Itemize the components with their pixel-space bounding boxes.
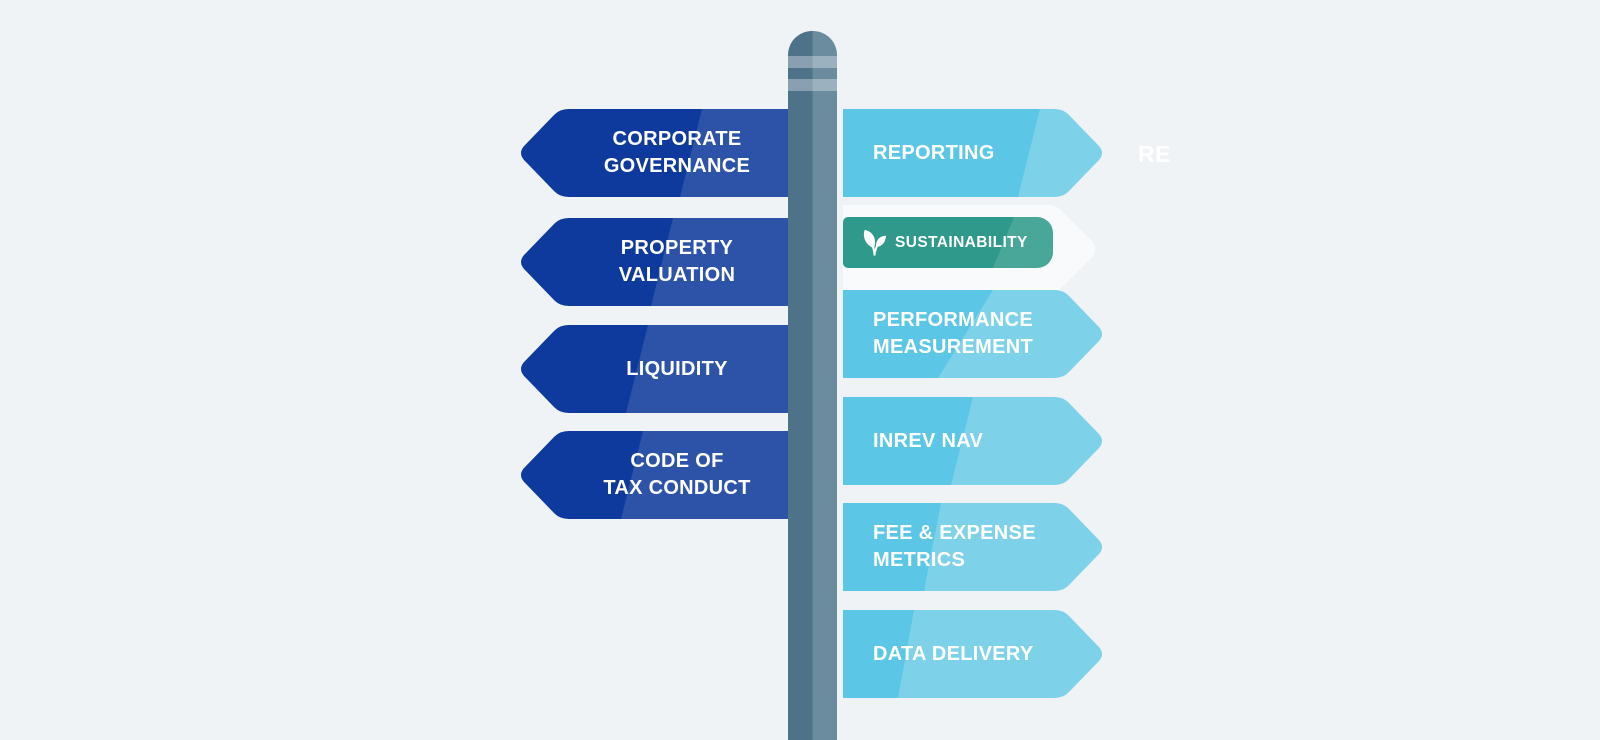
sign-label-line: CORPORATE [612,128,742,150]
sign-label-line: LIQUIDITY [626,357,728,380]
sign-label: PERFORMANCE MEASUREMENT [843,290,1107,378]
sign-performance-measurement[interactable]: PERFORMANCE MEASUREMENT [843,290,1107,378]
right-arrow-shape [843,397,1102,485]
sign-label: DATA DELIVERY [843,610,1107,698]
sign-property-valuation[interactable]: PROPERTY VALUATION [516,218,788,306]
sign-label: CORPORATE GOVERNANCE [516,109,788,197]
right-arrow-shape [843,610,1102,698]
sign-label-line: GOVERNANCE [603,155,751,177]
sign-code-of-tax-conduct[interactable]: CODE OF TAX CONDUCT [516,431,788,519]
right-arrow-shape [843,109,1102,197]
sign-fee-expense-metrics[interactable]: FEE & EXPENSE METRICS [843,503,1107,591]
sign-label-line: PROPERTY [620,237,734,259]
sign-label-line: VALUATION [618,264,736,286]
sign-label: CODE OF TAX CONDUCT [516,431,788,519]
left-arrow-shape [521,431,788,519]
right-arrow-shape [843,290,1102,378]
left-arrow-shape [521,109,788,197]
sign-inrev-nav[interactable]: INREV NAV [843,397,1107,485]
left-arrow-shape [521,218,788,306]
pole-band [788,56,837,68]
watermark-text: RE [1138,141,1171,167]
sign-data-delivery[interactable]: DATA DELIVERY [843,610,1107,698]
sign-label-line: FEE & EXPENSE [873,522,1036,544]
leaf-icon [863,229,887,256]
sign-label: INREV NAV [843,397,1107,485]
sign-reporting[interactable]: REPORTING [843,109,1107,197]
sign-label-line: MEASUREMENT [873,336,1033,358]
sign-sustainability[interactable]: SUSTAINABILITY [843,217,1053,268]
sign-label-line: INREV NAV [873,429,984,452]
sign-label-line: CODE OF [630,450,724,472]
right-arrow-shape [843,503,1102,591]
sign-liquidity[interactable]: LIQUIDITY [516,325,788,413]
sign-label-line: PERFORMANCE [873,309,1033,331]
sign-label-line: REPORTING [873,141,995,164]
left-arrow-shape [521,325,788,413]
sign-label: REPORTING [843,109,1107,197]
sign-label: SUSTAINABILITY [895,233,1028,251]
sign-label-line: TAX CONDUCT [603,477,751,499]
sign-corporate-governance[interactable]: CORPORATE GOVERNANCE [516,109,788,197]
sign-label: FEE & EXPENSE METRICS [843,503,1107,591]
sign-label-line: DATA DELIVERY [873,642,1034,665]
sign-label-line: METRICS [873,549,966,571]
sign-label: PROPERTY VALUATION [516,218,788,306]
signpost-pole [788,31,837,740]
sign-label: LIQUIDITY [516,325,788,413]
pole-band [788,79,837,91]
